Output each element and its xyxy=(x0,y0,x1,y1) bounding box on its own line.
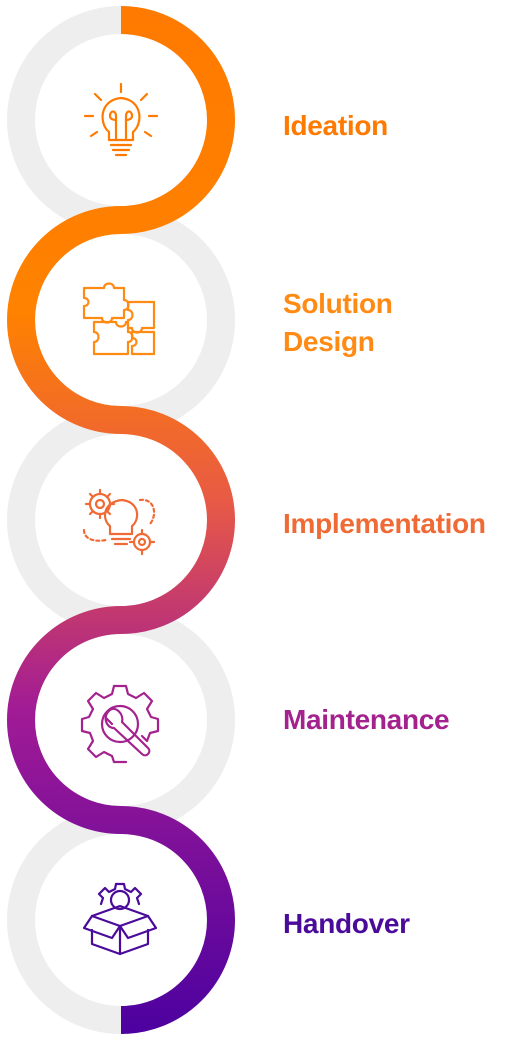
step-label-line: Implementation xyxy=(283,508,486,539)
step-label-line: Maintenance xyxy=(283,704,450,735)
step-label-handover: Handover xyxy=(283,905,410,943)
step-label-line: Ideation xyxy=(283,110,388,141)
lightbulb-icon xyxy=(83,82,159,157)
step-label-maintenance: Maintenance xyxy=(283,701,450,739)
box-gear-icon xyxy=(82,882,158,956)
step-label-line: Handover xyxy=(283,908,410,939)
gears-lightbulb-icon xyxy=(82,488,156,556)
step-label-line: Design xyxy=(283,326,375,357)
puzzle-icon xyxy=(82,282,156,356)
step-label-implementation: Implementation xyxy=(283,505,486,543)
step-label-line: Solution xyxy=(283,288,393,319)
gradient-ribbon xyxy=(7,6,235,1034)
step-label-solution-design: Solution Design xyxy=(283,285,393,361)
gear-wrench-icon xyxy=(80,684,160,764)
step-label-ideation: Ideation xyxy=(283,107,388,145)
